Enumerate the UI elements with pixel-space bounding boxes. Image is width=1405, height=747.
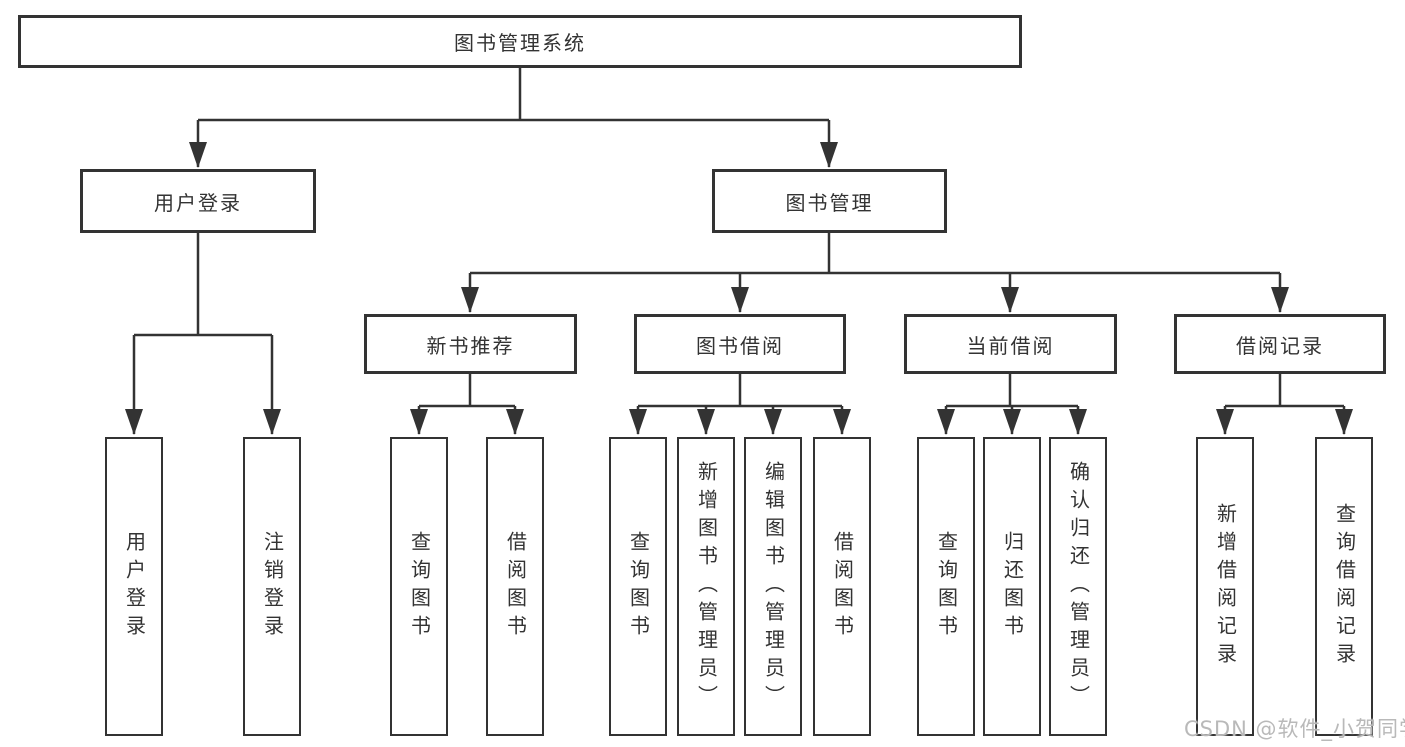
leaf-logout-label: 注销登录: [260, 530, 285, 643]
node-user-login-label: 用户登录: [154, 190, 242, 215]
leaf-newbook-query-book-label: 查询图书: [407, 530, 432, 643]
node-current-borrow-label: 当前借阅: [966, 333, 1055, 358]
leaf-current-query-book: 查询图书: [917, 437, 975, 736]
leaf-borrow-query-book: 查询图书: [609, 437, 667, 736]
leaf-current-return-book: 归还图书: [983, 437, 1041, 736]
node-book-borrow: 图书借阅: [634, 314, 846, 374]
leaf-newbook-borrow-book: 借阅图书: [486, 437, 544, 736]
leaf-borrow-borrow-book-label: 借阅图书: [830, 530, 855, 643]
leaf-current-confirm-return-admin: 确认归还（管理员）: [1049, 437, 1107, 736]
leaf-borrow-add-book-admin: 新增图书（管理员）: [677, 437, 735, 736]
leaf-borrow-borrow-book: 借阅图书: [813, 437, 871, 736]
node-borrow-record: 借阅记录: [1174, 314, 1386, 374]
node-book-borrow-label: 图书借阅: [696, 333, 784, 358]
leaf-record-query-record-label: 查询借阅记录: [1332, 502, 1357, 671]
leaf-borrow-query-book-label: 查询图书: [626, 530, 651, 643]
leaf-logout: 注销登录: [243, 437, 301, 736]
leaf-record-add-record-label: 新增借阅记录: [1213, 502, 1238, 671]
leaf-borrow-edit-book-admin-label: 编辑图书（管理员）: [761, 460, 786, 713]
leaf-current-confirm-return-admin-label: 确认归还（管理员）: [1066, 460, 1091, 713]
leaf-current-query-book-label: 查询图书: [934, 530, 959, 643]
node-book-management: 图书管理: [712, 169, 947, 233]
leaf-record-query-record: 查询借阅记录: [1315, 437, 1373, 736]
node-new-book-recommend: 新书推荐: [364, 314, 577, 374]
leaf-newbook-query-book: 查询图书: [390, 437, 448, 736]
leaf-borrow-add-book-admin-label: 新增图书（管理员）: [694, 460, 719, 713]
node-root-label: 图书管理系统: [454, 31, 586, 55]
leaf-borrow-edit-book-admin: 编辑图书（管理员）: [744, 437, 802, 736]
node-user-login: 用户登录: [80, 169, 316, 233]
leaf-record-add-record: 新增借阅记录: [1196, 437, 1254, 736]
leaf-user-login-label: 用户登录: [122, 530, 147, 643]
node-root: 图书管理系统: [18, 15, 1022, 68]
leaf-newbook-borrow-book-label: 借阅图书: [503, 530, 528, 643]
node-current-borrow: 当前借阅: [904, 314, 1117, 374]
csdn-watermark: CSDN @软件_小贺同学: [1184, 717, 1405, 741]
node-new-book-recommend-label: 新书推荐: [426, 333, 515, 358]
node-book-management-label: 图书管理: [785, 190, 874, 215]
leaf-user-login: 用户登录: [105, 437, 163, 736]
leaf-current-return-book-label: 归还图书: [1000, 530, 1025, 643]
node-borrow-record-label: 借阅记录: [1236, 333, 1324, 358]
